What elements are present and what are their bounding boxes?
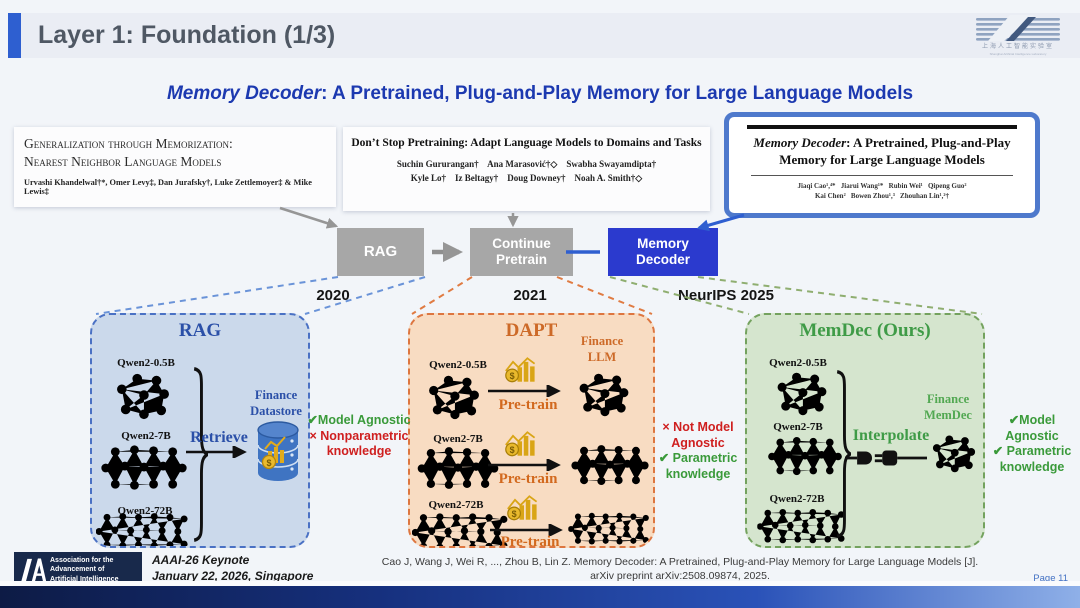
pretrain-arrow <box>490 524 563 536</box>
neural-net-icon-gold <box>568 511 653 547</box>
timeline-box-memory-decoder: Memory Decoder <box>608 228 718 276</box>
citation-line1: Cao J, Wang J, Wei R, ..., Zhou B, Lin Z… <box>381 556 979 568</box>
plug-icon <box>845 450 927 466</box>
memdec-title-rest: : A Pretrained, Plug-and-Play <box>846 135 1011 150</box>
memdec-authors-line2: Kai Chen² Bowen Zhou¹,³ Zhouhan Lin¹,²† <box>814 192 949 201</box>
dapt-authors-line1: Suchin Gururangan† Ana Marasović†◇ Swabh… <box>396 159 657 169</box>
neural-net-icon <box>773 370 831 417</box>
svg-text:$: $ <box>510 445 515 455</box>
page-number: Page 11 <box>1033 573 1068 584</box>
header-accent-bar <box>8 13 21 58</box>
aaai-logo-icon <box>20 558 46 583</box>
panel-rag: RAG Qwen2-0.5B Qwen2-7B Qwen2-72B Retrie… <box>90 313 310 548</box>
memdec-title-line2: Memory for Large Language Models <box>779 151 985 167</box>
database-icon: $ <box>257 421 299 481</box>
year-2021: 2021 <box>513 287 547 304</box>
dapt-paper-title: Don’t Stop Pretraining: Adapt Language M… <box>351 137 702 149</box>
bottom-bar <box>0 586 1080 608</box>
retrieve-arrow <box>186 446 247 458</box>
knnlm-title-line1: Generalization through Memorization: <box>24 136 233 151</box>
model-label: Qwen2-0.5B <box>429 359 487 371</box>
neural-net-icon-gold <box>570 443 650 488</box>
finance-data-icon: $ <box>505 431 536 457</box>
svg-text:Shanghai Artificial Intelligen: Shanghai Artificial Intelligence Laborat… <box>990 52 1047 56</box>
dapt-panel-title: DAPT <box>505 320 558 341</box>
finance-data-icon: $ <box>505 357 536 383</box>
pretrain-label: Pre-train <box>498 397 558 413</box>
lab-logo-icon: 上海人工智能实验室 Shanghai Artificial Intelligen… <box>976 15 1060 56</box>
citation-line2: arXiv preprint arXiv:2508.09874, 2025. <box>590 570 770 583</box>
neural-net-icon <box>767 435 843 478</box>
timeline-box-continue-pretrain: Continue Pretrain <box>470 228 573 276</box>
model-label: Qwen2-0.5B <box>769 357 827 369</box>
year-neurips-2025: NeurIPS 2025 <box>678 287 774 304</box>
neural-net-icon <box>112 371 174 421</box>
pretrain-arrow <box>488 459 561 471</box>
memdec-panel-title: MemDec (Ours) <box>799 320 931 341</box>
pretrain-label: Pre-train <box>498 471 558 487</box>
model-label: Qwen2-72B <box>428 499 484 511</box>
panel-dapt: DAPT Finance LLM Qwen2-0.5B $ Pre-train … <box>408 313 655 548</box>
retrieve-label: Retrieve <box>190 429 248 446</box>
neural-net-icon-gold <box>929 433 979 474</box>
finance-llm-label: Finance LLM <box>580 334 624 365</box>
paper-card-dapt: Don’t Stop Pretraining: Adapt Language M… <box>343 127 710 211</box>
neural-net-icon <box>96 511 192 548</box>
svg-text:上海人工智能实验室: 上海人工智能实验室 <box>982 42 1054 50</box>
memdec-authors-line1: Jiaqi Cao¹,⁴* Jiarui Wang¹* Rubin Wei¹ Q… <box>797 181 967 190</box>
rag-panel-title: RAG <box>178 320 222 341</box>
knnlm-authors: Urvashi Khandelwal†*, Omer Levy‡, Dan Ju… <box>24 178 312 197</box>
aaai-text-line2: Advancement of <box>50 566 105 574</box>
neural-net-icon <box>424 373 484 421</box>
dapt-authors-line2: Kyle Lo† Iz Beltagy† Doug Downey† Noah A… <box>410 172 643 183</box>
pretrain-label: Pre-train <box>500 534 560 548</box>
header-band <box>8 13 1080 58</box>
year-2020: 2020 <box>316 287 350 304</box>
citation: Cao J, Wang J, Wei R, ..., Zhou B, Lin Z… <box>340 555 1020 583</box>
svg-text:$: $ <box>266 458 271 468</box>
keynote-info: AAAI-26 Keynote January 22, 2026, Singap… <box>152 553 313 584</box>
paper-top-rule <box>747 125 1017 129</box>
model-label: Qwen2-72B <box>769 493 825 505</box>
neural-net-icon <box>100 443 188 493</box>
aaai-text-line3: Artificial Intelligence <box>50 575 119 583</box>
model-label: Qwen2-72B <box>117 505 173 517</box>
knnlm-title-line2: Nearest Neighbor Language Models <box>24 154 222 170</box>
panel-memdec: MemDec (Ours) Qwen2-0.5B Qwen2-7B Qwen2-… <box>745 313 985 548</box>
paper-card-memdec: Memory Decoder: A Pretrained, Plug-and-P… <box>724 112 1040 218</box>
finance-data-icon: $ <box>507 495 538 521</box>
pretrain-arrow <box>488 385 561 397</box>
paper-card-knnlm: Generalization through Memorization: Nea… <box>14 127 336 207</box>
keynote-line1: AAAI-26 Keynote <box>152 553 250 567</box>
finance-memdec-label: Finance MemDec <box>924 392 972 423</box>
subtitle-em: Memory Decoder <box>166 83 322 104</box>
footer-strip <box>0 581 1080 586</box>
paper-divider <box>751 174 1013 176</box>
model-label: Qwen2-0.5B <box>117 357 175 369</box>
slide-subtitle: Memory Decoder: A Pretrained, Plug-and-P… <box>0 83 1080 105</box>
svg-text:$: $ <box>512 509 517 519</box>
svg-text:$: $ <box>510 371 515 381</box>
subtitle-rest: : A Pretrained, Plug-and-Play Memory for… <box>321 83 914 104</box>
interpolate-label: Interpolate <box>852 427 930 444</box>
neural-net-icon-gold <box>575 371 633 418</box>
finance-datastore-label: Finance Datastore <box>250 388 302 419</box>
aaai-text-line1: Association for the <box>50 557 114 565</box>
memdec-title-em: Memory Decoder <box>753 135 847 150</box>
model-label: Qwen2-7B <box>773 421 823 433</box>
page-title: Layer 1: Foundation (1/3) <box>38 21 336 49</box>
keynote-line2: January 22, 2026, Singapore <box>152 568 314 583</box>
shanghai-ai-lab-logo: 上海人工智能实验室 Shanghai Artificial Intelligen… <box>968 15 1068 57</box>
model-label: Qwen2-7B <box>433 433 483 445</box>
model-label: Qwen2-7B <box>121 430 171 442</box>
timeline-box-rag: RAG <box>337 228 424 276</box>
